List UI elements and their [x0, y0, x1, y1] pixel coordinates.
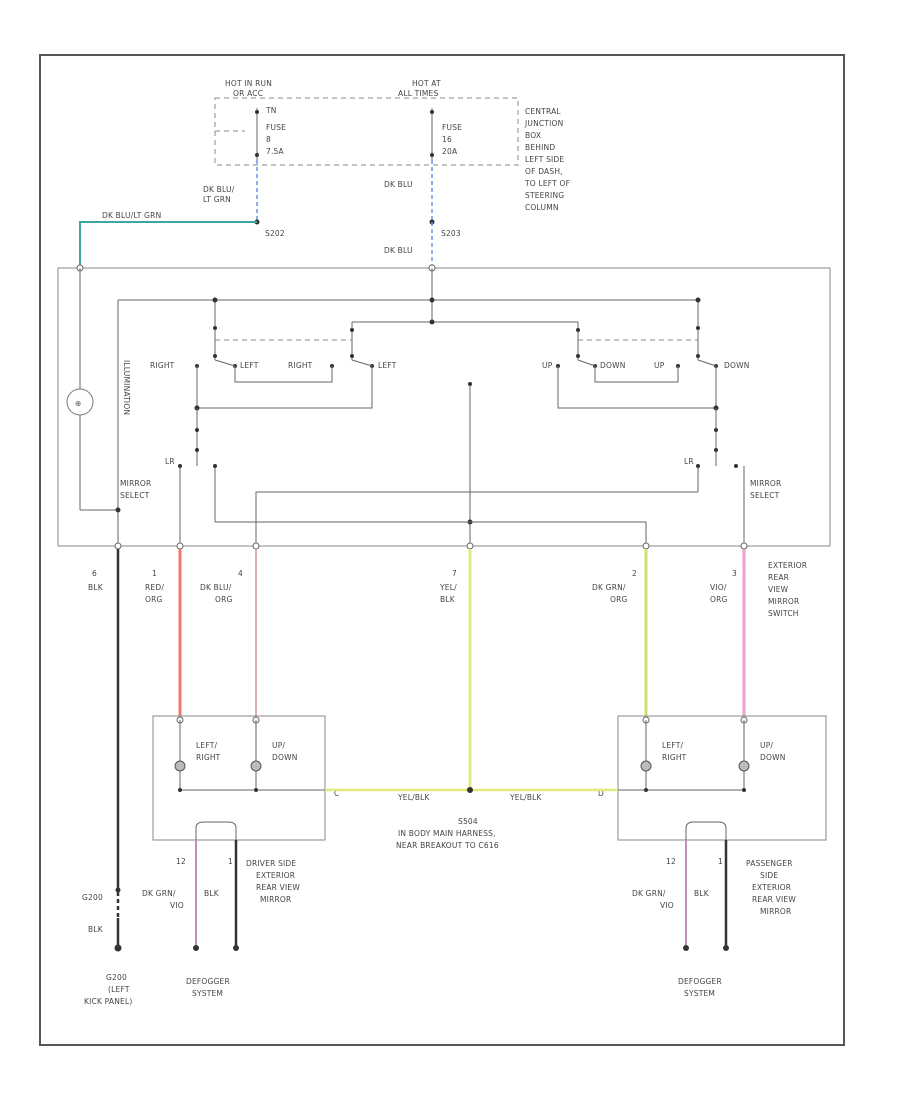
- ground-point-icon: [114, 944, 122, 952]
- pass-motor-lr-label: LEFT/ RIGHT: [662, 741, 687, 762]
- wire-blk-left-label: BLK: [204, 889, 220, 898]
- hot-at-all-times-label: HOT AT ALL TIMES: [398, 79, 443, 98]
- driver-heater-icon: [195, 821, 237, 840]
- driver-connector-c: C: [334, 789, 339, 798]
- pin-3-label: 3: [732, 569, 737, 578]
- splice-s202-label: S202: [265, 229, 285, 238]
- splice-s504-label: S504 IN BODY MAIN HARNESS, NEAR BREAKOUT…: [396, 817, 499, 850]
- ground-connector-label: G200: [82, 893, 103, 902]
- junction-box-outline: [214, 97, 519, 166]
- switch-up-2: UP: [654, 361, 665, 370]
- pass-heater-icon: [685, 821, 727, 840]
- pin-2-label: 2: [632, 569, 637, 578]
- hot-in-run-label: HOT IN RUN OR ACC: [225, 79, 275, 98]
- illumination-lamp-icon: [66, 388, 94, 416]
- wire-dkgrn-vio-right-label: DK GRN/ VIO: [632, 889, 674, 910]
- diagram-frame: [39, 54, 845, 1046]
- driver-motor-lr-label: LEFT/ RIGHT: [196, 741, 221, 762]
- illumination-label: ILLUMINATION: [122, 360, 131, 415]
- pass-up-down-motor-icon: [738, 760, 750, 772]
- left-right-motor-icon: [174, 760, 186, 772]
- pin-1-right: 1: [718, 857, 723, 866]
- switch-down-1: DOWN: [600, 361, 626, 370]
- wire-dkgrn-org-label: DK GRN/ ORG: [592, 583, 628, 604]
- yel-blk-h2-label: YEL/BLK: [509, 793, 543, 802]
- switch-up-1: UP: [542, 361, 553, 370]
- wire-dkgrn-vio-left-label: DK GRN/ VIO: [142, 889, 184, 910]
- defogger-left-label: DEFOGGER SYSTEM: [186, 977, 233, 998]
- switch-left-1: LEFT: [240, 361, 259, 370]
- wire-red-org-label: RED/ ORG: [145, 583, 167, 604]
- pass-motor-ud-label: UP/ DOWN: [760, 741, 786, 762]
- fuse-a-label: FUSE 8 7.5A: [266, 123, 289, 156]
- pin-12-right: 12: [666, 857, 676, 866]
- fuse-a-symbol: TN: [265, 106, 277, 115]
- wire-dkblu-label-2: DK BLU: [384, 246, 413, 255]
- pin-7-label: 7: [452, 569, 457, 578]
- ground-name-label: G200 (LEFT KICK PANEL): [84, 973, 133, 1006]
- ground-wire-blk-label: BLK: [88, 925, 104, 934]
- pin-4-label: 4: [238, 569, 243, 578]
- cjb-label: CENTRAL JUNCTION BOX BEHIND LEFT SIDE OF…: [524, 107, 573, 212]
- driver-motor-ud-label: UP/ DOWN: [272, 741, 298, 762]
- wire-dkblu-org-label: DK BLU/ ORG: [200, 583, 234, 604]
- mirror-select-right-label: MIRROR SELECT: [750, 479, 784, 500]
- fuse-b-label: FUSE 16 20A: [442, 123, 465, 156]
- pin-12-left: 12: [176, 857, 186, 866]
- switch-down-2: DOWN: [724, 361, 750, 370]
- passenger-mirror-box: [617, 715, 827, 841]
- pass-mirror-label: PASSENGER SIDE EXTERIOR REAR VIEW MIRROR: [746, 859, 799, 916]
- pass-connector-d: D: [598, 789, 604, 798]
- driver-mirror-label: DRIVER SIDE EXTERIOR REAR VIEW MIRROR: [246, 859, 303, 904]
- mirror-switch-box: [57, 267, 831, 547]
- lr-left-label: LR: [165, 457, 175, 466]
- wire-dkblu-label: DK BLU: [384, 180, 413, 189]
- splice-s203-label: S203: [441, 229, 461, 238]
- mirror-select-left-label: MIRROR SELECT: [120, 479, 154, 500]
- wire-blk-right-label: BLK: [694, 889, 710, 898]
- splice-s504-dot: [467, 787, 473, 793]
- wire-dkblu-ltgrn-h-label: DK BLU/LT GRN: [102, 211, 161, 220]
- wire-dkblu-ltgrn-label: DK BLU/ LT GRN: [203, 185, 237, 204]
- wire-vio-org-label: VIO/ ORG: [710, 583, 729, 604]
- switch-left-2: LEFT: [378, 361, 397, 370]
- wire-blk-label: BLK: [88, 583, 104, 592]
- switch-name-label: EXTERIOR REAR VIEW MIRROR SWITCH: [768, 561, 810, 618]
- switch-right-1: RIGHT: [150, 361, 175, 370]
- pin-6-label: 6: [92, 569, 97, 578]
- pass-left-right-motor-icon: [640, 760, 652, 772]
- wire-yel-blk-label: YEL/ BLK: [439, 583, 459, 604]
- driver-mirror-box: [152, 715, 326, 841]
- illumination-lamp-glyph: ⊕: [75, 399, 81, 408]
- switch-right-2: RIGHT: [288, 361, 313, 370]
- defogger-right-label: DEFOGGER SYSTEM: [678, 977, 725, 998]
- wire-illumination-feed: [79, 221, 257, 268]
- up-down-motor-icon: [250, 760, 262, 772]
- pin-1-label: 1: [152, 569, 157, 578]
- lr-right-label: LR: [684, 457, 694, 466]
- yel-blk-h1-label: YEL/BLK: [397, 793, 431, 802]
- pin-1-left: 1: [228, 857, 233, 866]
